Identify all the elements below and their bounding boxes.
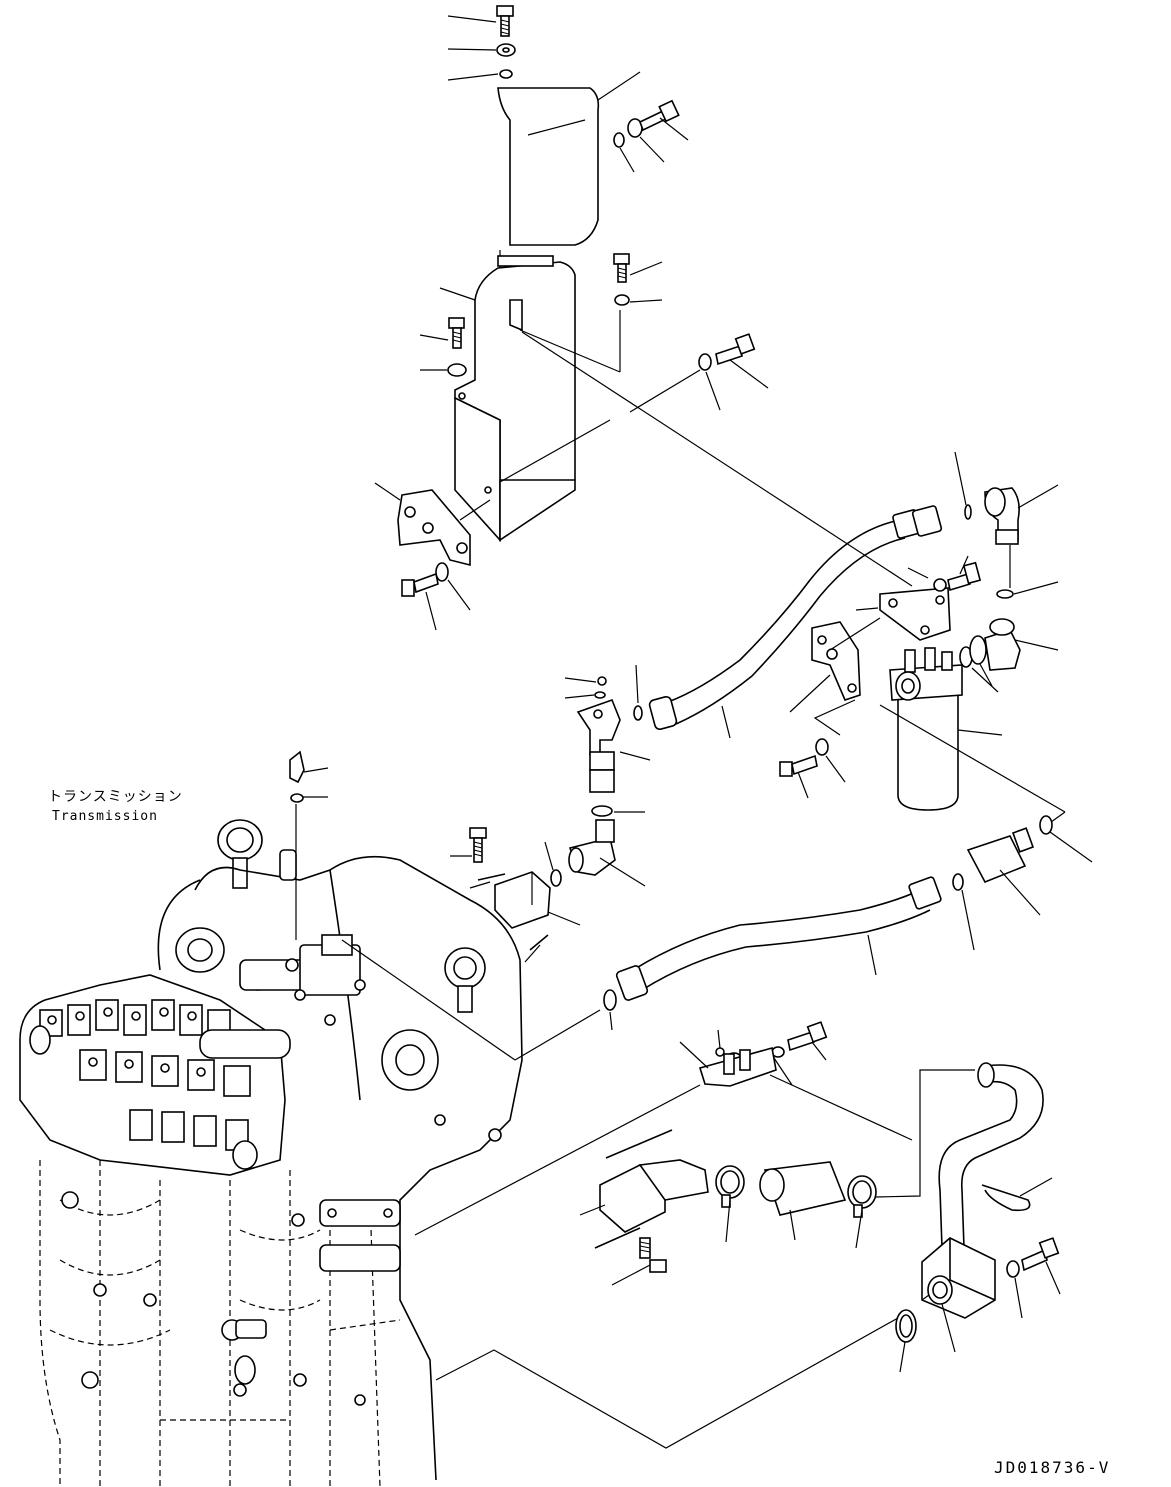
elbow-fitting-middle [564,664,651,817]
elbow-fitting-top [954,451,1059,599]
upper-cover-assembly [447,5,689,246]
transmission-label-japanese: トランスミッション [48,789,183,805]
hydraulic-filter [879,647,1066,831]
filter-bracket [779,555,982,799]
guard-bracket-assembly [374,250,769,631]
drawing-code: JD018736-V [994,1458,1111,1477]
transmission-housing [19,750,523,1487]
leader-line [521,331,913,587]
upper-hose [648,505,943,739]
lower-pipe-assembly [414,1021,1061,1449]
adapter-block [450,827,581,963]
lower-hose [514,815,1093,1061]
elbow-fitting-lower [544,819,646,887]
elbow-fitting-right [959,618,1059,693]
transmission-label-english: Transmission [52,809,158,824]
